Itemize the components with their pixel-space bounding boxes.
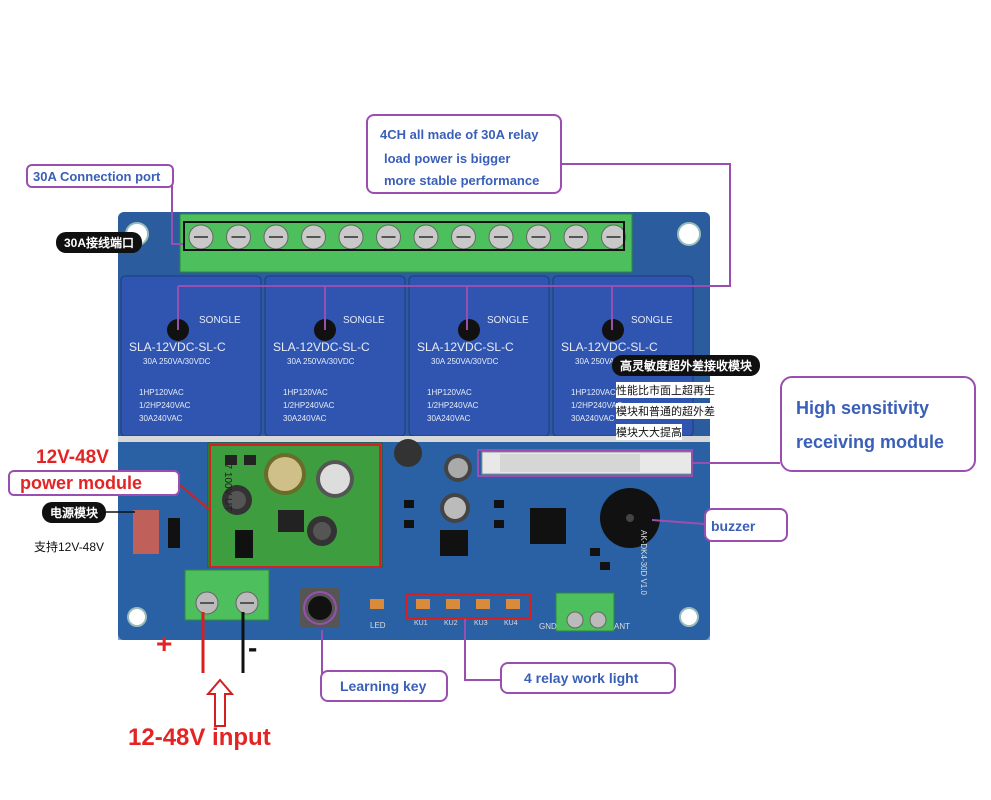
antenna-terminal — [555, 592, 615, 632]
receiver-en-box: High sensitivity receiving module — [780, 376, 976, 472]
relay-led-label: KU4 — [504, 620, 518, 627]
relay-led-label: KU2 — [444, 620, 458, 627]
relay-rating: 30A 250VA/30VDC — [143, 357, 211, 366]
connection-port-box: 30A Connection port — [26, 164, 174, 188]
relay-spec: 1/2HP240VAC — [283, 401, 335, 410]
relay — [264, 275, 406, 437]
relay — [408, 275, 550, 437]
mount-hole — [127, 607, 147, 627]
relay-spec: 1HP120VAC — [283, 388, 328, 397]
relay-model: SLA-12VDC-SL-C — [273, 340, 370, 354]
relay-marker — [458, 319, 480, 341]
relay-led — [506, 599, 520, 609]
cap-label: 47 100V UT — [222, 458, 233, 512]
power-module-box: power module — [8, 470, 180, 496]
input-label: 12-48V input — [128, 724, 271, 751]
relay-led — [476, 599, 490, 609]
mount-hole — [677, 222, 701, 246]
ant-silk-label: ANT — [614, 622, 630, 631]
relay-rating: 30A 250VA/30VDC — [431, 357, 499, 366]
power-module-label: power module — [20, 473, 143, 493]
power-cap-2 — [316, 460, 354, 498]
learning-key-label: Learning key — [340, 678, 427, 694]
relay-spec: 1HP120VAC — [139, 388, 184, 397]
input-arrow — [205, 678, 235, 727]
power-range-label: 12V-48V — [36, 447, 109, 468]
relay-model: SLA-12VDC-SL-C — [417, 340, 514, 354]
relay-spec: 1/2HP240VAC — [427, 401, 479, 410]
relay-rating: 30A 250VA/30VDC — [287, 357, 355, 366]
minus-label: - — [248, 632, 258, 663]
relay-rating: 30A 250VA/30VDC — [575, 357, 643, 366]
led-highlight — [405, 593, 531, 619]
terminal-block — [179, 213, 633, 273]
relay — [120, 275, 262, 437]
relay-led — [446, 599, 460, 609]
relay-spec: 1/2HP240VAC — [139, 401, 191, 410]
relay-model: SLA-12VDC-SL-C — [561, 340, 658, 354]
board-model-label: AK-DK4-30D V1.0 — [639, 530, 648, 595]
plus-label: + — [156, 628, 173, 659]
receiver-note-line-1: 性能比市面上超再生 — [616, 382, 715, 398]
relay-led-label: KU3 — [474, 620, 488, 627]
learning-key-box: Learning key — [320, 670, 448, 702]
relay-note-line-3: more stable performance — [384, 173, 540, 188]
relay-led-label: KU1 — [414, 620, 428, 627]
receiver-en-line-1: High sensitivity — [796, 398, 930, 418]
relay-model: SLA-12VDC-SL-C — [129, 340, 226, 354]
receiver-cn-label: 高灵敏度超外差接收模块 — [612, 355, 761, 376]
relay-note-line-2: load power is bigger — [384, 151, 511, 166]
relay-spec: 30A240VAC — [283, 414, 327, 423]
relay-spec: 30A240VAC — [139, 414, 183, 423]
gnd-silk-label: GND — [539, 622, 557, 631]
fuse — [133, 510, 159, 554]
relay-spec: 30A240VAC — [427, 414, 471, 423]
power-module-cn-label: 电源模块 — [42, 502, 107, 523]
relay-led — [416, 599, 430, 609]
mcu-chip — [530, 508, 566, 544]
receiver-note-line-3: 模块大大提高 — [616, 424, 682, 440]
relay-light-label: 4 relay work light — [524, 670, 639, 686]
led-silk-label: LED — [370, 621, 386, 630]
relay-brand: SONGLE — [631, 315, 673, 326]
receiver-en-line-2: receiving module — [796, 432, 945, 452]
relay-brand: SONGLE — [199, 315, 241, 326]
power-module-highlight — [209, 444, 381, 568]
sensor-dome — [394, 439, 422, 467]
connection-port-label: 30A Connection port — [33, 169, 161, 184]
connection-port-cn-label: 30A接线端口 — [56, 232, 143, 253]
relay-light-box: 4 relay work light — [500, 662, 676, 694]
relay-spec: 30A240VAC — [571, 414, 615, 423]
input-terminal — [184, 569, 270, 621]
relay-spec: 1HP120VAC — [427, 388, 472, 397]
power-support-label: 支持12V-48V — [34, 540, 105, 554]
relay-brand: SONGLE — [487, 315, 529, 326]
buzzer-label: buzzer — [711, 518, 756, 534]
receiver-note-line-2: 模块和普通的超外差 — [616, 403, 715, 419]
relay-brand: SONGLE — [343, 315, 385, 326]
mount-hole — [679, 607, 699, 627]
power-cap-1 — [264, 453, 306, 495]
buzzer-box: buzzer — [704, 508, 788, 542]
relay-spec: 1/2HP240VAC — [571, 401, 623, 410]
relay-note-box: 4CH all made of 30A relay load power is … — [366, 114, 562, 194]
relay-spec: 1HP120VAC — [571, 388, 616, 397]
relay-note-line-1: 4CH all made of 30A relay — [380, 127, 539, 142]
